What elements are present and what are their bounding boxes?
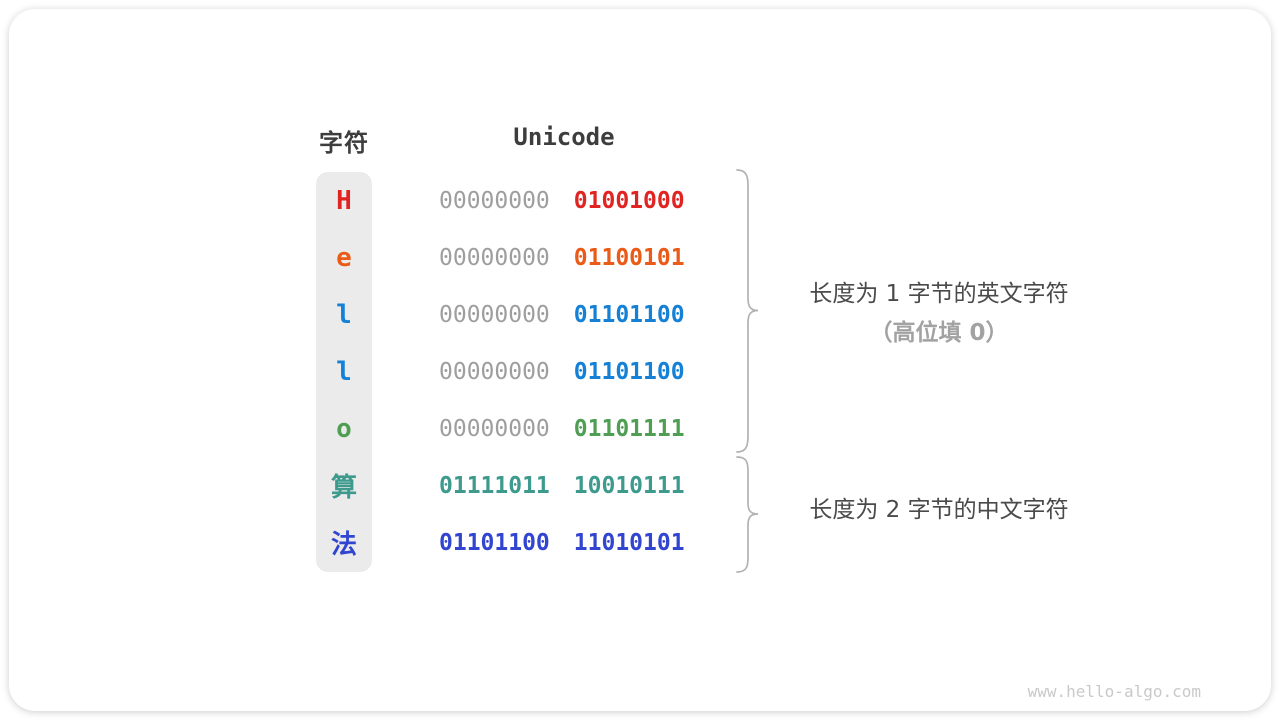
- byte-low-order: 11010101: [573, 529, 685, 556]
- brace-english-group: [736, 169, 760, 453]
- byte-high-order: 00000000: [439, 358, 550, 385]
- char-cell: l: [336, 356, 352, 387]
- binary-row: 00000000 01101100: [439, 343, 699, 400]
- column-header-unicode: Unicode: [513, 123, 615, 151]
- byte-low-order: 01101100: [573, 358, 685, 385]
- char-cell: H: [336, 185, 352, 216]
- byte-low-order: 01101111: [573, 415, 685, 442]
- binary-row: 00000000 01001000: [439, 172, 699, 229]
- annotation-english-line1: 长度为 1 字节的英文字符: [809, 281, 1069, 307]
- column-header-char: 字符: [319, 129, 369, 157]
- byte-low-order: 01101100: [573, 301, 685, 328]
- binary-row: 00000000 01101111: [439, 400, 699, 457]
- binary-row: 01101100 11010101: [439, 514, 699, 571]
- char-cell: 法: [330, 530, 357, 560]
- byte-high-order: 01101100: [439, 529, 550, 556]
- char-column-background: [316, 172, 372, 572]
- byte-high-order: 00000000: [439, 244, 550, 271]
- annotation-english-chars: 长度为 1 字节的英文字符 （高位填 0）: [764, 275, 1114, 353]
- annotation-chinese-chars: 长度为 2 字节的中文字符: [764, 495, 1114, 525]
- binary-row: 01111011 10010111: [439, 457, 699, 514]
- binary-row: 00000000 01100101: [439, 229, 699, 286]
- byte-low-order: 01100101: [573, 244, 685, 271]
- byte-high-order: 00000000: [439, 301, 550, 328]
- byte-high-order: 00000000: [439, 187, 550, 214]
- brace-chinese-group: [736, 456, 760, 573]
- byte-low-order: 01001000: [573, 187, 685, 214]
- annotation-chinese-line1: 长度为 2 字节的中文字符: [809, 497, 1069, 523]
- watermark-url: www.hello-algo.com: [1027, 682, 1201, 701]
- char-cell: l: [336, 299, 352, 330]
- binary-row: 00000000 01101100: [439, 286, 699, 343]
- byte-high-order: 00000000: [439, 415, 550, 442]
- byte-low-order: 10010111: [573, 472, 685, 499]
- byte-high-order: 01111011: [439, 472, 550, 499]
- char-cell: o: [336, 413, 352, 444]
- char-cell: 算: [330, 473, 357, 503]
- annotation-english-line2: （高位填 0）: [869, 320, 1009, 346]
- char-cell: e: [336, 242, 352, 273]
